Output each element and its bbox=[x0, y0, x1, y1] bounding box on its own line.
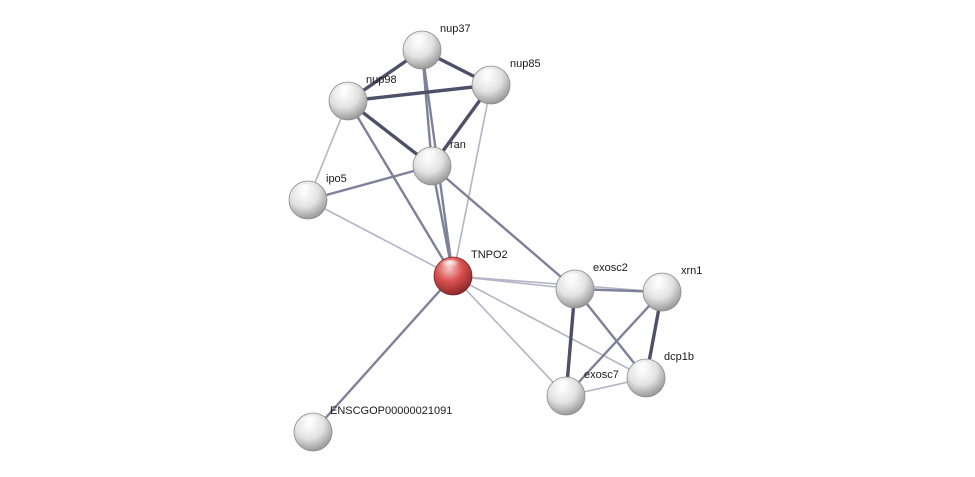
edge-nup98-TNPO2 bbox=[346, 99, 455, 278]
node-dcp1b[interactable]: dcp1b bbox=[626, 351, 694, 398]
node-label: xrn1 bbox=[681, 265, 702, 277]
edge-nup98-nup85 bbox=[346, 83, 493, 103]
node-xrn1[interactable]: xrn1 bbox=[642, 265, 702, 312]
node-highlight bbox=[335, 85, 357, 97]
edge-TNPO2-ENSCGOP00000021091 bbox=[311, 274, 455, 434]
node-label: nup98 bbox=[366, 74, 397, 86]
node-label: ipo5 bbox=[326, 173, 347, 185]
node-highlight bbox=[300, 416, 322, 428]
edge-nup85-TNPO2 bbox=[452, 84, 492, 277]
edge-xrn1-exosc7 bbox=[564, 290, 664, 398]
node-highlight bbox=[409, 34, 431, 46]
edge-TNPO2-exosc7 bbox=[452, 275, 567, 397]
node-ran[interactable]: ran bbox=[412, 139, 466, 186]
node-label: ENSCGOP00000021091 bbox=[330, 405, 452, 417]
node-highlight bbox=[553, 380, 575, 392]
node-label: nup37 bbox=[440, 23, 471, 35]
node-ENSCGOP00000021091[interactable]: ENSCGOP00000021091 bbox=[293, 405, 452, 452]
node-nup85[interactable]: nup85 bbox=[471, 58, 541, 105]
node-highlight bbox=[562, 273, 584, 285]
node-nup98[interactable]: nup98 bbox=[328, 74, 397, 121]
node-exosc7[interactable]: exosc7 bbox=[546, 369, 619, 416]
edge-ran-ipo5 bbox=[306, 164, 434, 202]
node-label: exosc7 bbox=[584, 369, 619, 381]
node-highlight bbox=[649, 276, 671, 288]
edge-ran-exosc2 bbox=[430, 164, 577, 291]
node-highlight bbox=[419, 150, 441, 162]
node-highlight bbox=[440, 260, 462, 272]
edge-ipo5-TNPO2 bbox=[307, 199, 454, 277]
node-highlight bbox=[633, 362, 655, 374]
node-nup37[interactable]: nup37 bbox=[402, 23, 471, 70]
node-label: exosc2 bbox=[593, 262, 628, 274]
node-label: dcp1b bbox=[664, 351, 694, 363]
node-label: TNPO2 bbox=[471, 249, 508, 261]
node-TNPO2[interactable]: TNPO2 bbox=[433, 249, 508, 296]
node-highlight bbox=[295, 184, 317, 196]
node-label: ran bbox=[450, 139, 466, 151]
edge-TNPO2-dcp1b bbox=[452, 275, 647, 379]
node-label: nup85 bbox=[510, 58, 541, 70]
node-highlight bbox=[478, 69, 500, 81]
node-ipo5[interactable]: ipo5 bbox=[288, 173, 347, 220]
node-exosc2[interactable]: exosc2 bbox=[555, 262, 628, 309]
